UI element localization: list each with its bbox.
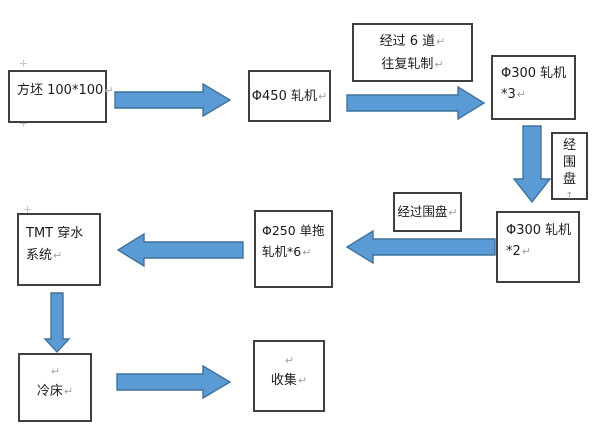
- paragraph-mark: ↵: [434, 58, 444, 71]
- node-mill300x3: Φ300 轧机 *3↵: [491, 55, 576, 120]
- node-mill300x3-line1: Φ300 轧机: [501, 63, 574, 84]
- paragraph-mark: ↵: [297, 374, 308, 387]
- paragraph-mark: ↵: [50, 365, 61, 378]
- node-pass6-note: 经过 6 道↵ 往复轧制↵: [352, 23, 473, 82]
- paragraph-mark: ↵: [436, 35, 446, 48]
- arrow-billet-to-mill450: [114, 82, 232, 118]
- label-text: 经过围盘: [397, 204, 448, 219]
- label-text: Φ450 轧机: [251, 88, 317, 104]
- node-collection: ↵ 收集↵: [253, 340, 325, 412]
- node-billet-label: 方坯 100*100↵: [17, 80, 113, 101]
- label-text: 往复轧制: [381, 57, 434, 72]
- node-via-coil-disc-label: 经过围盘↵: [395, 201, 460, 223]
- arrow-mill450-to-mill300x3: [346, 85, 486, 121]
- label-text: TMT 穿水: [26, 226, 84, 241]
- label-text: *2: [506, 244, 521, 259]
- node-mill250-line2: 轧机*6↵: [262, 241, 331, 263]
- node-collection-markline: ↵: [255, 351, 323, 371]
- label-text: 收集: [270, 373, 297, 388]
- arrow-mill250-to-tmt: [116, 232, 244, 268]
- paragraph-mark: ↵: [317, 89, 328, 103]
- paragraph-mark: ↵: [63, 385, 74, 398]
- node-mill300x2: Φ300 轧机 *2↵: [496, 211, 580, 283]
- label-text: *3: [501, 87, 516, 102]
- node-billet: 方坯 100*100↵: [8, 70, 113, 123]
- label-text: 冷床: [36, 384, 63, 399]
- node-tmt-system: TMT 穿水 系统↵: [17, 213, 101, 286]
- node-mill300x3-line2: *3↵: [501, 84, 574, 105]
- node-mill450: Φ450 轧机↵: [248, 70, 331, 122]
- node-mill300x2-line1: Φ300 轧机: [506, 220, 578, 241]
- node-mill250: Φ250 单拖 轧机*6↵: [254, 210, 333, 288]
- node-mill300x2-line2: *2↵: [506, 241, 578, 262]
- node-via-coil-disc-note: 经过围盘↵: [393, 192, 462, 232]
- node-collection-label: 收集↵: [255, 371, 323, 391]
- node-cooling-bed-markline: ↵: [20, 362, 90, 382]
- arrow-mill300x2-to-mill250: [345, 229, 496, 265]
- node-coil-disc-note: 经围盘 ↑: [551, 132, 588, 202]
- label-text: 方坯 100*100: [17, 83, 104, 98]
- arrow-coolingbed-to-collection: [116, 364, 232, 400]
- node-cooling-bed-label: 冷床↵: [20, 382, 90, 402]
- label-text-vertical: 经围盘: [562, 138, 576, 187]
- node-mill250-line1: Φ250 单拖: [262, 220, 331, 241]
- label-text: 系统: [26, 248, 53, 263]
- paragraph-mark: ↵: [53, 249, 63, 262]
- object-anchor-mark: [20, 60, 27, 67]
- paragraph-mark: ↵: [448, 206, 458, 219]
- label-text: Φ300 轧机: [501, 66, 567, 81]
- node-tmt-line1: TMT 穿水: [26, 223, 99, 245]
- paragraph-mark: ↵: [516, 88, 526, 101]
- label-text: Φ250 单拖: [262, 223, 325, 238]
- node-mill450-label: Φ450 轧机↵: [250, 86, 329, 107]
- paragraph-mark: ↑: [565, 191, 574, 202]
- node-tmt-line2: 系统↵: [26, 245, 99, 267]
- arrow-mill300x3-down: [512, 125, 552, 204]
- node-pass6-line2: 往复轧制↵: [354, 53, 471, 76]
- object-anchor-mark: [24, 206, 31, 213]
- label-text: 轧机*6: [262, 244, 302, 259]
- node-cooling-bed: ↵ 冷床↵: [18, 353, 92, 422]
- node-pass6-line1: 经过 6 道↵: [354, 30, 471, 53]
- paragraph-mark: ↵: [284, 354, 295, 367]
- label-text: 经过 6 道: [379, 34, 436, 49]
- arrow-tmt-down: [43, 292, 71, 354]
- label-text: Φ300 轧机: [506, 223, 572, 238]
- paragraph-mark: ↵: [521, 245, 531, 258]
- paragraph-mark: ↵: [302, 246, 312, 259]
- paragraph-mark: ↵: [104, 84, 114, 97]
- object-anchor-mark: [20, 120, 27, 127]
